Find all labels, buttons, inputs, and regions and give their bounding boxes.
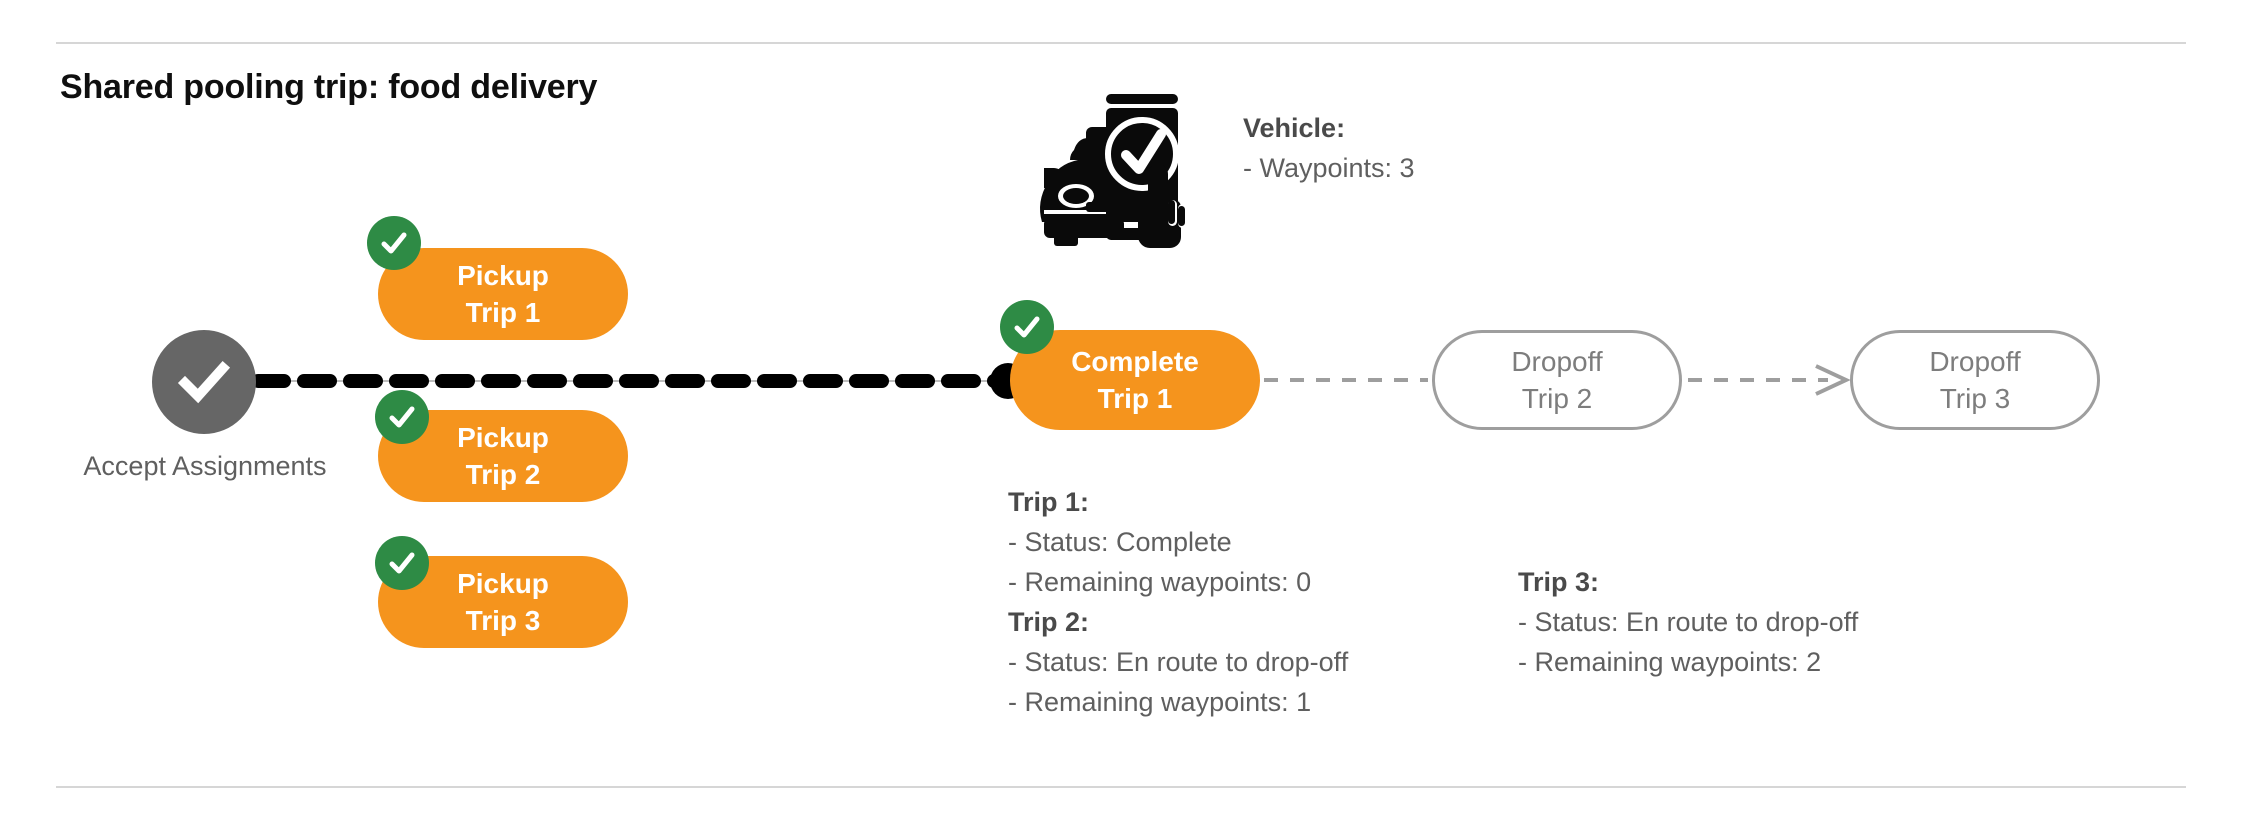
vehicle-info-block: Vehicle: - Waypoints: 3 <box>1243 108 1415 188</box>
check-circle-icon <box>152 330 256 434</box>
trip-2-waypoints: - Remaining waypoints: 1 <box>1008 687 1312 717</box>
node-complete-trip-1-line2: Trip 1 <box>1097 383 1173 414</box>
trip-1-heading: Trip 1: <box>1008 487 1090 517</box>
trip-1-waypoints: - Remaining waypoints: 0 <box>1008 567 1312 597</box>
node-pickup-trip-1[interactable]: Pickup Trip 1 <box>378 248 628 340</box>
trip-3-heading: Trip 3: <box>1518 567 1600 597</box>
accept-assignments-label: Accept Assignments <box>60 446 350 486</box>
node-pickup-trip-3[interactable]: Pickup Trip 3 <box>378 556 628 648</box>
divider-bottom <box>56 786 2186 788</box>
accept-label-line1: Accept <box>83 451 166 481</box>
trip-3-status: - Status: En route to drop-off <box>1518 607 1859 637</box>
accept-label-line2: Assignments <box>171 451 327 481</box>
trip-3-waypoints: - Remaining waypoints: 2 <box>1518 647 1822 677</box>
check-badge-icon-pickup-3 <box>375 536 429 590</box>
node-complete-trip-1[interactable]: Complete Trip 1 <box>1010 330 1260 430</box>
trip-2-status: - Status: En route to drop-off <box>1008 647 1349 677</box>
node-dropoff-trip-2[interactable]: Dropoff Trip 2 <box>1432 330 1682 430</box>
node-dropoff-trip-3-line2: Trip 3 <box>1939 383 2011 414</box>
divider-top <box>56 42 2186 44</box>
vehicle-waypoints: - Waypoints: 3 <box>1243 153 1415 183</box>
accept-assignments-node[interactable] <box>152 330 256 434</box>
check-badge-icon-pickup-2 <box>375 390 429 444</box>
node-pickup-trip-3-line2: Trip 3 <box>465 605 541 636</box>
trip-details-left: Trip 1: - Status: Complete - Remaining w… <box>1008 482 1348 722</box>
vehicle-heading: Vehicle: <box>1243 113 1346 143</box>
node-dropoff-trip-3-line1: Dropoff <box>1929 346 2021 377</box>
node-pickup-trip-1-line1: Pickup <box>457 260 549 291</box>
trip-1-status: - Status: Complete <box>1008 527 1232 557</box>
node-complete-trip-1-line1: Complete <box>1071 346 1199 377</box>
page-title: Shared pooling trip: food delivery <box>60 68 598 106</box>
node-pickup-trip-2-line2: Trip 2 <box>465 459 541 490</box>
trip-2-heading: Trip 2: <box>1008 607 1090 637</box>
node-dropoff-trip-3[interactable]: Dropoff Trip 3 <box>1850 330 2100 430</box>
vehicle-phone-check-icon <box>1030 82 1212 248</box>
node-pickup-trip-1-line2: Trip 1 <box>465 297 541 328</box>
node-pickup-trip-2-line1: Pickup <box>457 422 549 453</box>
trip-details-right: Trip 3: - Status: En route to drop-off -… <box>1518 562 1858 682</box>
check-badge-icon-complete-1 <box>1000 300 1054 354</box>
node-pickup-trip-3-line1: Pickup <box>457 568 549 599</box>
node-dropoff-trip-2-line1: Dropoff <box>1511 346 1603 377</box>
node-dropoff-trip-2-line2: Trip 2 <box>1521 383 1593 414</box>
check-badge-icon-pickup-1 <box>367 216 421 270</box>
